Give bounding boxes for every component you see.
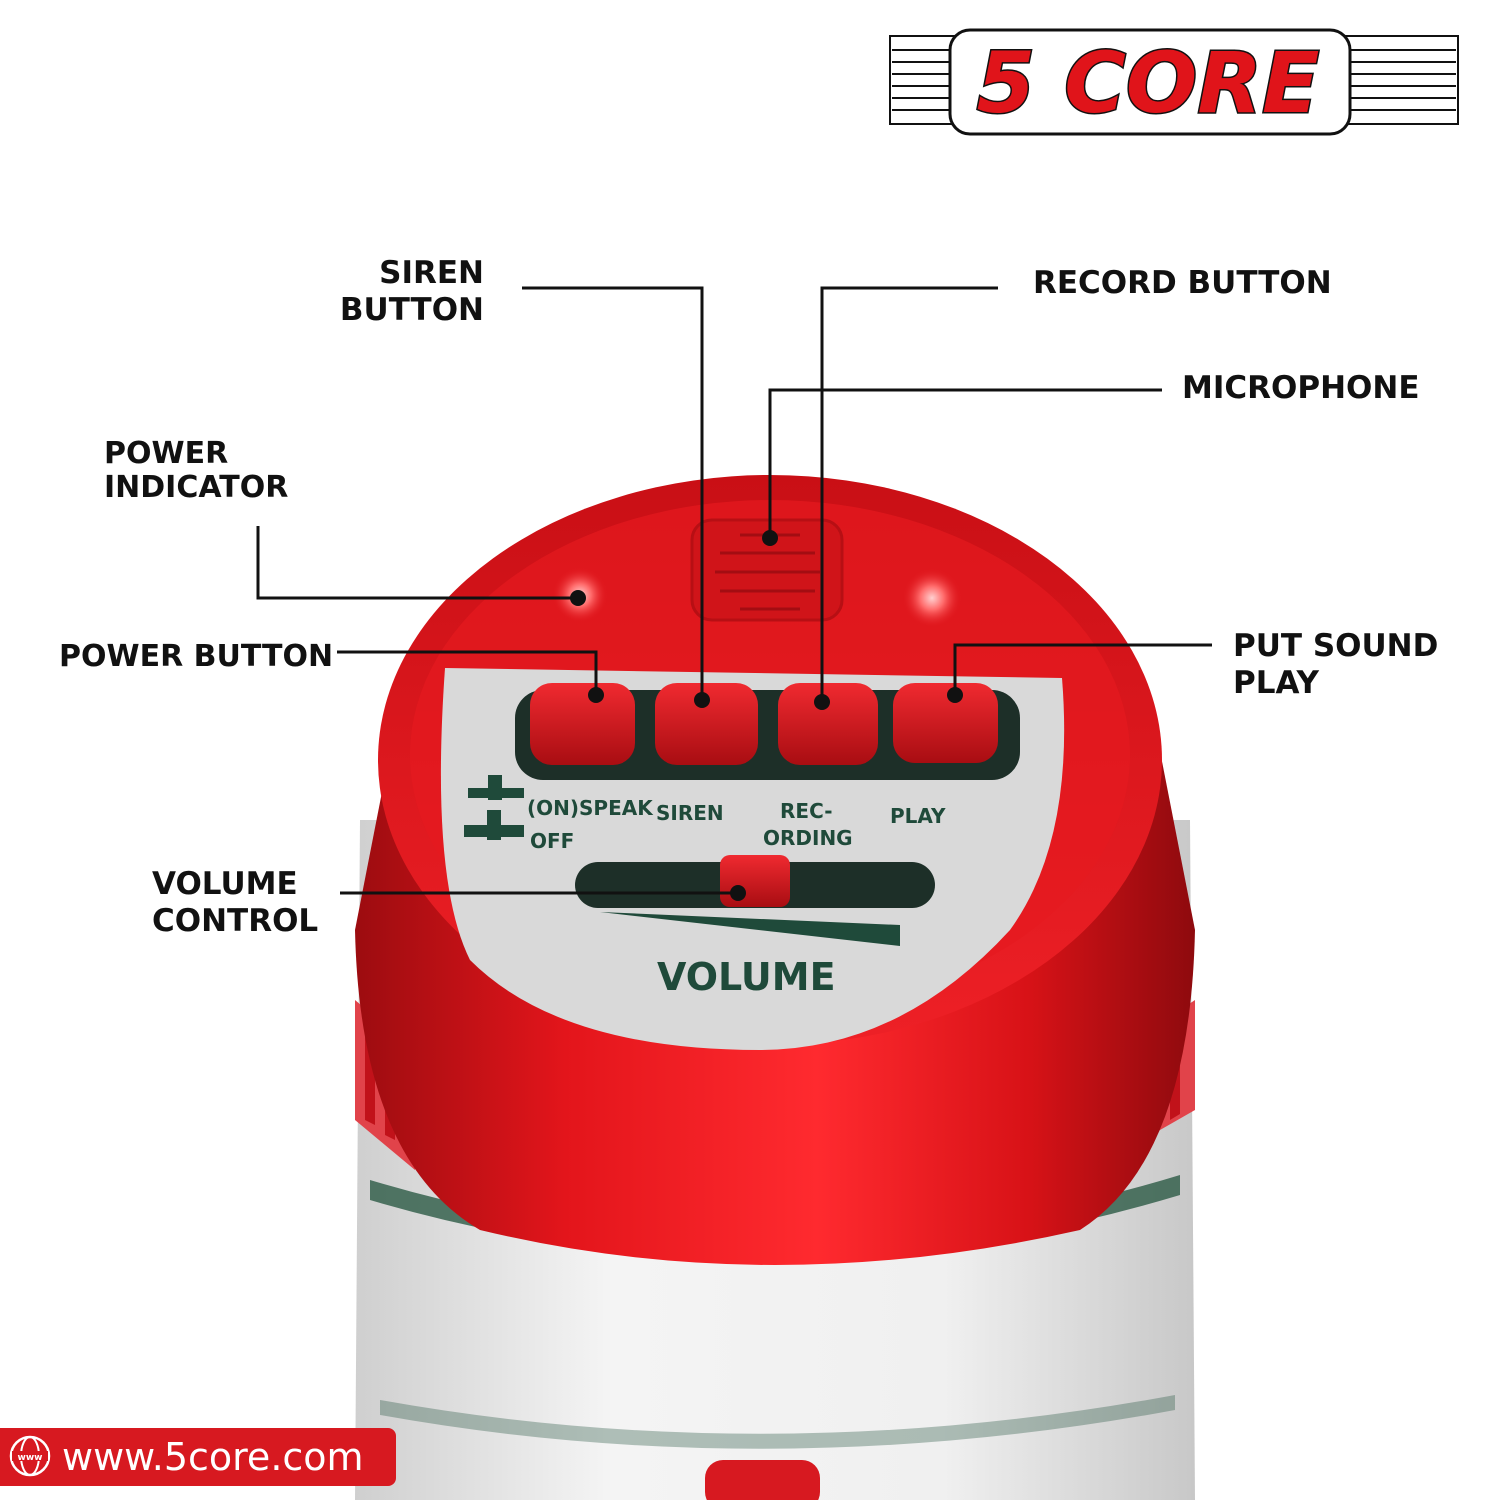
website-url[interactable]: www.5core.com [62, 1435, 364, 1479]
callout-microphone-line1: MICROPHONE [1182, 370, 1420, 406]
panel-label-recording-1: REC- [780, 799, 833, 823]
leader-dots [570, 530, 963, 901]
callout-siren-button: SIREN BUTTON [338, 255, 484, 329]
panel-label-recording-2: ORDING [763, 826, 853, 850]
play-button [893, 683, 998, 763]
callout-volume-line2: CONTROL [152, 903, 319, 939]
callout-power-button-line1: POWER BUTTON [59, 639, 334, 674]
brand-logo-text: 5 CORE [977, 34, 1320, 132]
website-badge[interactable]: www www.5core.com [0, 1428, 396, 1486]
power-button [530, 683, 635, 765]
panel-label-siren: SIREN [656, 801, 724, 825]
panel-label-speak: (ON)SPEAK [527, 796, 654, 820]
callout-put-sound-line1: PUT SOUND [1233, 628, 1439, 664]
indicator-led-right [902, 568, 962, 628]
callout-volume-line1: VOLUME [152, 866, 298, 902]
callout-siren-line2: BUTTON [339, 292, 484, 328]
callout-put-sound-line2: PLAY [1233, 665, 1319, 701]
brand-logo: 5 CORE [889, 28, 1459, 136]
callout-power-button: POWER BUTTON [59, 640, 333, 674]
callout-record-line1: RECORD BUTTON [1033, 265, 1332, 301]
leader-lines [256, 286, 1212, 895]
globe-icon: www [9, 1435, 51, 1477]
callout-microphone: MICROPHONE [1182, 370, 1420, 407]
record-button [778, 683, 878, 765]
globe-text: www [18, 1453, 43, 1463]
callout-record-button: RECORD BUTTON [1033, 265, 1332, 302]
panel-label-off: OFF [530, 829, 574, 853]
callout-siren-line1: SIREN [379, 255, 484, 291]
callout-put-sound-play: PUT SOUND PLAY [1233, 628, 1438, 702]
button-row [530, 683, 998, 765]
callout-power-indicator: POWER INDICATOR [104, 437, 288, 505]
volume-slider-knob [720, 855, 790, 907]
callout-volume-control: VOLUME CONTROL [152, 866, 318, 940]
siren-button [655, 683, 758, 765]
panel-label-volume: VOLUME [657, 955, 836, 999]
panel-label-play: PLAY [890, 804, 946, 828]
callout-power-indicator-line1: POWER [104, 436, 229, 471]
volume-ramp-icon [600, 912, 900, 946]
switch-symbols [464, 775, 524, 840]
callout-power-indicator-line2: INDICATOR [104, 470, 289, 505]
